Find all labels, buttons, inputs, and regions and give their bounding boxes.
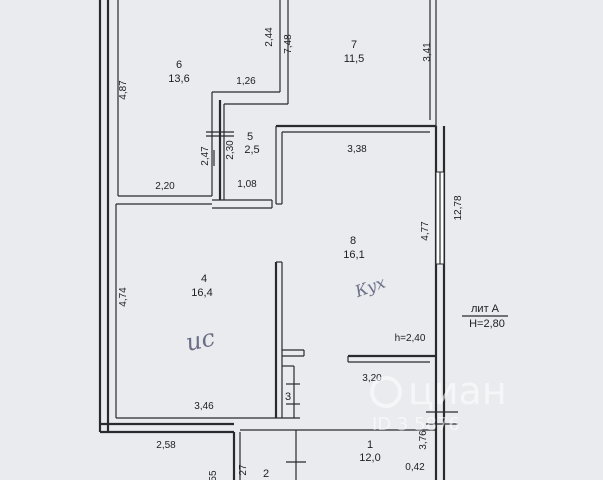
- room-1-number: 1: [367, 439, 373, 451]
- dimension-2-30: 2,30: [225, 140, 236, 160]
- dimension-3-76: 3,76: [418, 430, 429, 450]
- handwritten-notes: Кух ис: [183, 273, 387, 357]
- dimension-55: 55: [208, 470, 219, 480]
- dimension-1-08: 1,08: [237, 179, 257, 190]
- room-6-number: 6: [176, 59, 182, 71]
- dimension-27: 27: [238, 464, 249, 476]
- dimension-labels: 4,87 2,44 7,48 1,26 3,41 2,47 2,30 3,38 …: [118, 27, 464, 480]
- room-4-number: 4: [201, 273, 207, 285]
- room-6-area: 13,6: [168, 73, 189, 85]
- watermark: циан ID 3⁠⁠ ⁠5876: [370, 369, 507, 435]
- dimension-0-42: 0,42: [405, 462, 425, 473]
- room-2-number: 2: [263, 468, 269, 480]
- watermark-brand: циан: [408, 369, 507, 413]
- dimension-3-38: 3,38: [347, 144, 367, 155]
- dimension-4-77: 4,77: [420, 221, 431, 241]
- dimension-1-26: 1,26: [236, 76, 256, 87]
- dimension-2-44: 2,44: [264, 27, 275, 47]
- handwritten-kitchen: Кух: [352, 273, 388, 302]
- room-5-number: 5: [247, 131, 253, 143]
- dimension-2-20: 2,20: [155, 181, 175, 192]
- room-8-number: 8: [350, 235, 356, 247]
- dimension-3-46: 3,46: [194, 401, 214, 412]
- walls: [98, 0, 458, 480]
- room-labels: 6 13,6 7 11,5 5 2,5 8 16,1 4 16,4 1 12,0…: [168, 39, 380, 480]
- ceiling-height-label: h=2,40: [395, 333, 426, 344]
- dimension-4-74: 4,74: [118, 287, 129, 307]
- plan-labels: h=2,40 лит А H=2,80: [395, 303, 508, 344]
- dimension-4-87: 4,87: [118, 80, 129, 100]
- dimension-7-48: 7,48: [283, 34, 294, 54]
- room-1-area: 12,0: [359, 452, 380, 464]
- room-7-number: 7: [351, 39, 357, 51]
- room-8-area: 16,1: [343, 249, 364, 261]
- room-4-area: 16,4: [191, 287, 212, 299]
- room-5-area: 2,5: [244, 144, 259, 156]
- dimension-2-47: 2,47: [200, 146, 211, 166]
- lit-height: H=2,80: [469, 318, 505, 330]
- dimension-12-78: 12,78: [453, 195, 464, 220]
- lit-title: лит А: [471, 303, 500, 315]
- watermark-id: ID 3⁠⁠ ⁠5876: [372, 414, 460, 435]
- dimension-3-41: 3,41: [422, 42, 433, 62]
- handwritten-bedroom: ис: [183, 323, 217, 356]
- watermark-logo-icon: [370, 376, 402, 408]
- dimension-2-58: 2,58: [156, 440, 176, 451]
- room-3-number: 3: [285, 391, 291, 403]
- room-7-area: 11,5: [344, 53, 365, 65]
- dimension-3-20: 3,20: [362, 373, 382, 384]
